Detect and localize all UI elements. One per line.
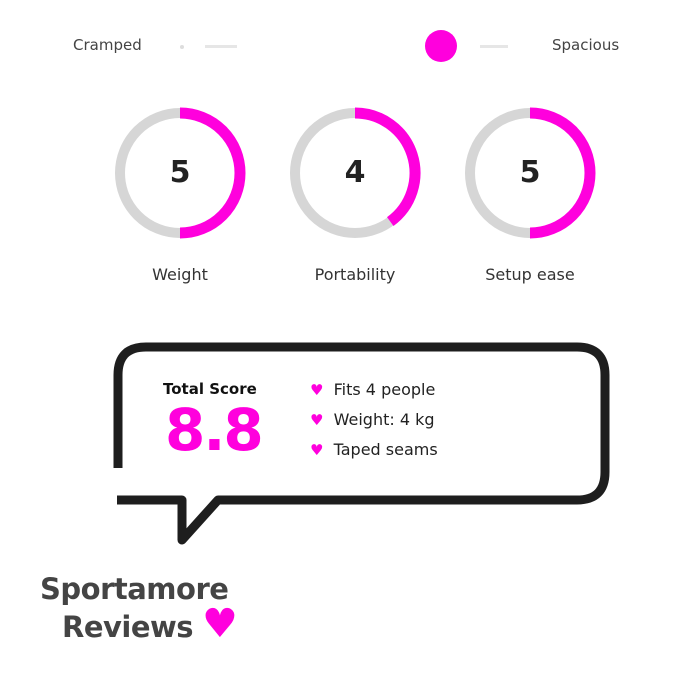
scale-track-left: [205, 45, 237, 48]
feature-text: Fits 4 people: [333, 380, 436, 399]
rating-value: 4: [344, 155, 366, 190]
total-score-title: Total Score: [163, 380, 257, 398]
total-score-value: 8.8: [165, 396, 264, 464]
brand-line2: Reviews: [62, 610, 194, 644]
scale-right-label: Spacious: [552, 36, 620, 54]
list-item: ♥ Taped seams: [310, 440, 438, 470]
scale-dot: [180, 45, 184, 49]
feature-list: ♥ Fits 4 people ♥ Weight: 4 kg ♥ Taped s…: [310, 380, 438, 470]
scale-slider-knob[interactable]: [425, 30, 457, 62]
rating-label: Setup ease: [485, 265, 575, 284]
rating-ring-fill: [179, 107, 246, 239]
speech-bubble: [113, 342, 610, 545]
list-item: ♥ Weight: 4 kg: [310, 410, 438, 440]
feature-text: Taped seams: [333, 440, 438, 459]
brand-line1: Sportamore: [40, 572, 229, 606]
rating-value: 5: [169, 155, 191, 190]
heart-icon: ♥: [310, 411, 324, 429]
heart-icon: ♥: [310, 381, 324, 399]
list-item: ♥ Fits 4 people: [310, 380, 438, 410]
rating-value: 5: [519, 155, 541, 190]
scale-track-right: [480, 45, 508, 48]
heart-icon: ♥: [310, 441, 324, 459]
rating-label: Weight: [152, 265, 208, 284]
rating-ring-fill: [354, 107, 421, 226]
scale-left-label: Cramped: [73, 36, 142, 54]
feature-text: Weight: 4 kg: [333, 410, 435, 429]
rating-ring-fill: [529, 107, 596, 239]
rating-label: Portability: [314, 265, 396, 284]
heart-logo-icon: ♥: [202, 601, 238, 647]
